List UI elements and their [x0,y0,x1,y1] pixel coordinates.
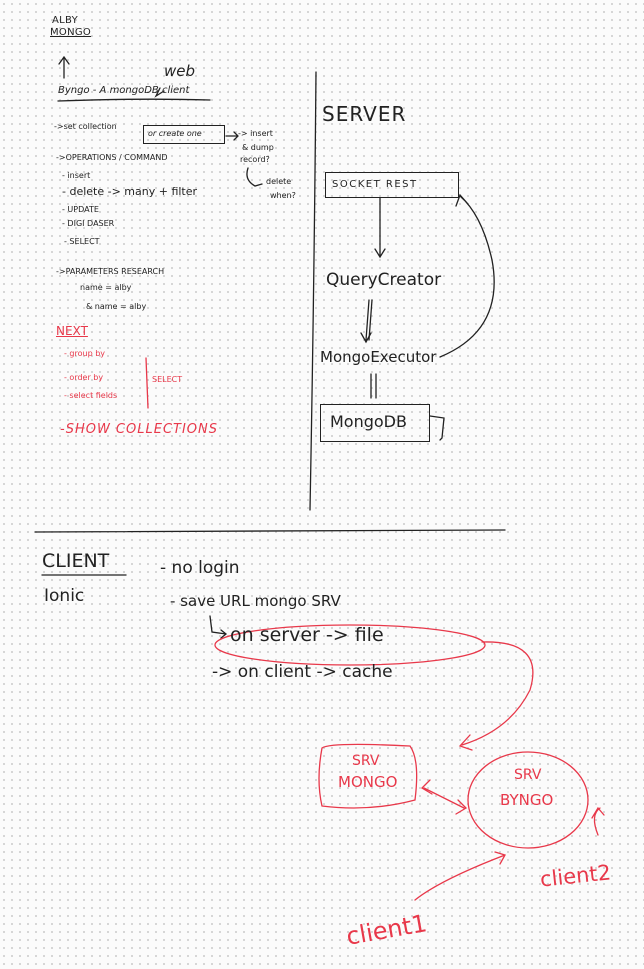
delete-when-2: when? [270,191,296,200]
next-header: NEXT [56,324,88,338]
query-creator: QueryCreator [326,270,442,290]
next-item-select-fields: - select fields [64,391,118,400]
set-collection: ->set collection [54,122,117,131]
select-label: SELECT [152,375,183,384]
operation-select: - SELECT [64,237,100,246]
client2-label: client2 [538,860,613,892]
client-header: CLIENT [42,550,110,572]
delete-when-1: delete [266,177,292,186]
operation-insert: - insert [62,171,91,180]
save-url: - save URL mongo SRV [170,592,341,610]
mongodb: MongoDB [330,412,407,431]
server-header: SERVER [322,102,407,126]
web-note: web [164,62,196,80]
operation-delete: - delete -> many + filter [62,185,198,198]
operation-digi: - DIGI DASER [62,219,115,228]
srv-byngo-line1: SRV [514,767,542,783]
next-item-order-by: - order by [64,373,104,382]
title-alby: ALBY [52,15,79,26]
parameter-2: & name = alby [86,302,147,311]
insert-option-3: record? [240,155,270,164]
operation-update: - UPDATE [62,205,99,214]
project-name: Byngo - A mongoDB client [58,85,190,96]
client1-label: client1 [344,909,430,951]
srv-mongo-line1: SRV [352,753,380,769]
title-mongo: MONGO [50,27,92,38]
create-one-box [143,125,225,144]
or-create-one: or create one [148,129,202,138]
parameters-header: ->PARAMETERS RESEARCH [56,267,165,276]
insert-option-1: -> insert [238,129,273,138]
no-login: - no login [160,558,240,578]
parameter-1: name = alby [80,283,132,292]
client-framework: Ionic [44,586,85,606]
srv-mongo-line2: MONGO [338,773,398,791]
show-collections: -SHOW COLLECTIONS [60,422,219,437]
on-client: -> on client -> cache [212,662,393,682]
mongo-executor: MongoExecutor [320,348,437,366]
on-server: on server -> file [230,624,384,646]
operations-header: ->OPERATIONS / COMMAND [56,153,168,162]
next-item-group-by: - group by [64,349,106,358]
srv-byngo-line2: BYNGO [500,791,554,809]
insert-option-2: & dump [242,143,274,152]
socket-rest: SOCKET REST [332,179,418,190]
socket-rest-box [325,172,459,198]
mongodb-box [320,404,430,442]
